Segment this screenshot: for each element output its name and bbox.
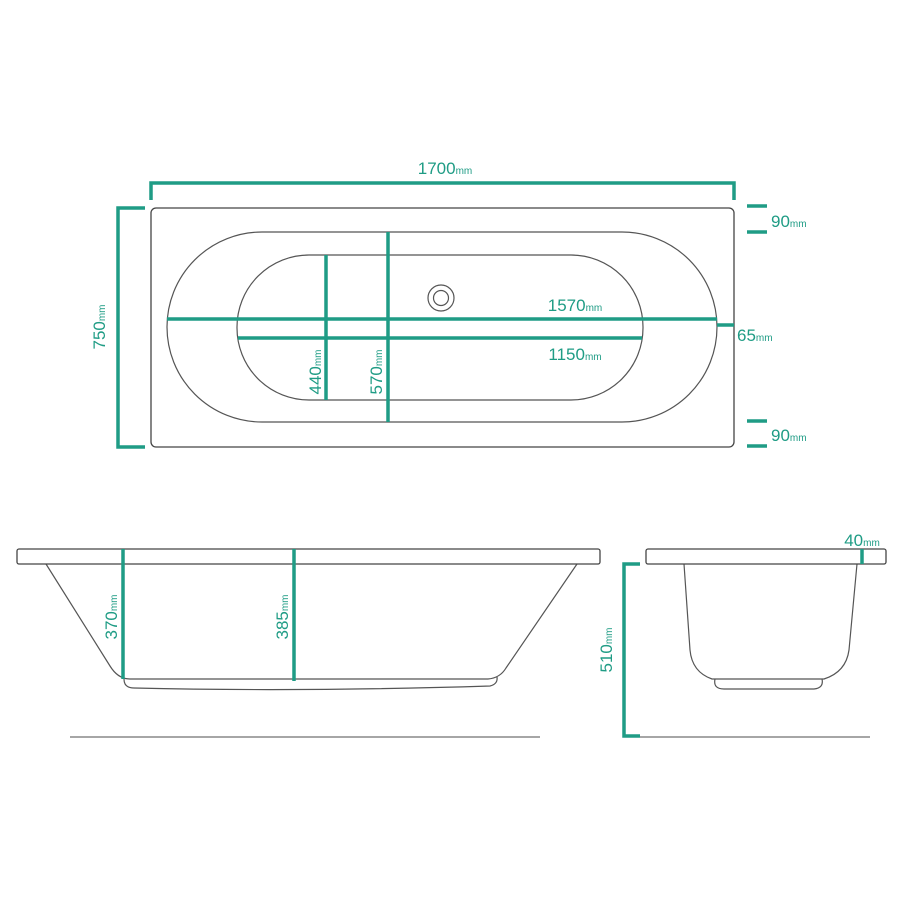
height-label: 510mm [597,627,616,672]
rim-thickness-label: 40mm [844,531,880,550]
side-rim [16,548,601,565]
drain-icon [427,284,455,312]
width-label: 750mm [90,304,109,349]
outer-basin-length-label: 1570mm [548,296,603,315]
end-rim [645,548,887,565]
length-dimension-line [149,181,736,200]
length-label: 1700mm [418,159,473,178]
side-view: 370mm 385mm [16,548,601,738]
end-depth-label: 370mm [102,594,121,639]
side-body [45,563,578,680]
bottom-rim-label: 90mm [771,426,807,445]
inner-basin [236,254,644,401]
top-view: 1700mm 750mm 1570mm 1150mm 440mm 570mm 6… [90,159,807,449]
tub-outer-rim [150,207,735,448]
inner-basin-length-label: 1150mm [548,345,601,364]
center-depth-label: 385mm [273,594,292,639]
outer-basin-width-label: 570mm [367,349,386,394]
height-dimension-line [622,562,640,738]
top-rim-label: 90mm [771,212,807,231]
end-rim-label: 65mm [737,326,773,345]
outer-basin [166,231,718,423]
inner-basin-width-label: 440mm [306,349,325,394]
side-base [123,676,498,691]
end-body [683,563,858,680]
end-view: 40mm 510mm [597,531,887,738]
end-base [714,678,823,690]
width-dimension-line [116,206,145,449]
